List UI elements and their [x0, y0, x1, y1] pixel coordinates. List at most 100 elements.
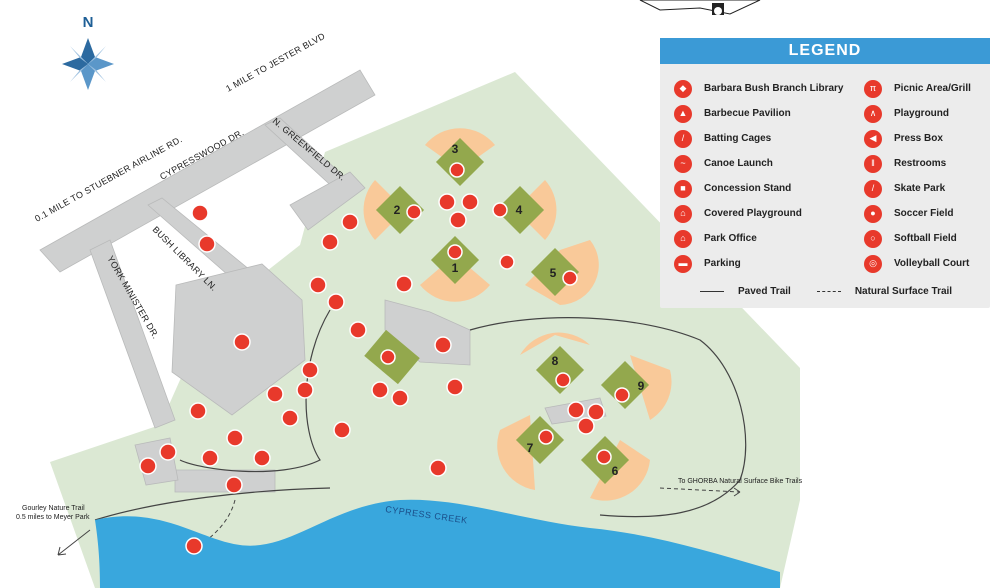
- softball-field-icon: [614, 387, 630, 403]
- legend-item-restrooms: ‖ Restrooms: [864, 151, 971, 176]
- parking-icon: ▬: [674, 254, 692, 273]
- legend-item-skate-park: / Skate Park: [864, 176, 971, 201]
- legend-item-softball-field: ○ Softball Field: [864, 226, 971, 251]
- playground-icon: [391, 389, 409, 407]
- legend-item-park-office: ⌂ Park Office: [674, 226, 844, 251]
- skate-park-icon: /: [864, 179, 882, 198]
- field-number-5: 5: [550, 266, 557, 280]
- parking-icon: [225, 476, 243, 494]
- batting-cages-icon: [139, 457, 157, 475]
- natural-trail-label: Natural Surface Trail: [854, 286, 953, 297]
- field-2-infield: [375, 185, 425, 235]
- field-number-1: 1: [452, 261, 459, 275]
- covered-playground-icon: ⌂: [674, 204, 692, 223]
- legend-item-press-box: ◀ Press Box: [864, 126, 971, 151]
- legend-label: Picnic Area/Grill: [894, 83, 971, 94]
- softball-field-icon: [449, 162, 465, 178]
- legend-column-right: π Picnic Area/Grill ∧ Playground ◀ Press…: [864, 76, 971, 276]
- legend-item-parking: ▬ Parking: [674, 251, 844, 276]
- field-6-outfield: [590, 440, 650, 501]
- covered-playground-icon: [327, 293, 345, 311]
- legend-item-batting-cages: / Batting Cages: [674, 126, 844, 151]
- covered-playground-icon: [371, 381, 389, 399]
- north-label: N: [83, 14, 94, 31]
- covered-playground-icon: [266, 385, 284, 403]
- legend-panel: LEGEND ◆ Barbara Bush Branch Library ▲ B…: [660, 38, 990, 308]
- parking-icon: [191, 204, 209, 222]
- natural-trails: [199, 487, 741, 546]
- field-number-2: 2: [394, 203, 401, 217]
- field-4-infield: [495, 185, 545, 235]
- softball-field-icon: [555, 372, 571, 388]
- playground-icon: ∧: [864, 104, 882, 123]
- legend-label: Barbecue Pavilion: [704, 108, 791, 119]
- field-number-3: 3: [452, 142, 459, 156]
- softball-field-icon: [406, 204, 422, 220]
- legend-item-soccer-field: ● Soccer Field: [864, 201, 971, 226]
- covered-playground-icon: [201, 449, 219, 467]
- compass-icon: [62, 38, 114, 90]
- field-9-infield: [600, 360, 650, 410]
- softball-field-icon: [538, 429, 554, 445]
- canoe-icon: ~: [674, 154, 692, 173]
- volleyball-icon: [309, 276, 327, 294]
- picnic-icon: [395, 275, 413, 293]
- legend-item-playground: ∧ Playground: [864, 101, 971, 126]
- field-9-outfield: [630, 355, 672, 420]
- legend-label: Skate Park: [894, 183, 946, 194]
- highway-shield-icon: [714, 7, 722, 15]
- field-8-infield: [535, 345, 585, 395]
- legend-item-library: ◆ Barbara Bush Branch Library: [674, 76, 844, 101]
- gourley-arrow: [57, 529, 91, 556]
- legend-item-barbecue: ▲ Barbecue Pavilion: [674, 101, 844, 126]
- ghorba-arrow: [733, 487, 741, 497]
- field-number-9: 9: [638, 379, 645, 393]
- legend-label: Parking: [704, 258, 741, 269]
- park-office-icon: ⌂: [674, 229, 692, 248]
- paved-trail-line: [700, 291, 724, 292]
- library-icon: ◆: [674, 79, 692, 98]
- inset-map: [639, 0, 761, 15]
- legend-title: LEGEND: [660, 38, 990, 64]
- skate-park-icon: [189, 402, 207, 420]
- park-office-icon: [301, 361, 319, 379]
- restrooms-icon: [587, 403, 605, 421]
- barbecue-icon: ▲: [674, 104, 692, 123]
- concession-icon: ■: [674, 179, 692, 198]
- covered-playground-icon: [253, 449, 271, 467]
- legend-label: Canoe Launch: [704, 158, 773, 169]
- soccer-field-icon: [380, 349, 396, 365]
- softball-field-icon: [492, 202, 508, 218]
- field-8-outfield: [520, 332, 590, 355]
- gourley-label-line2: 0.5 miles to Meyer Park: [16, 514, 90, 521]
- legend-item-picnic: π Picnic Area/Grill: [864, 76, 971, 101]
- ghorba-label: To GHORBA Natural Surface Bike Trails: [678, 478, 803, 485]
- legend-item-canoe: ~ Canoe Launch: [674, 151, 844, 176]
- legend-column-left: ◆ Barbara Bush Branch Library ▲ Barbecue…: [674, 76, 844, 276]
- legend-label: Barbara Bush Branch Library: [704, 83, 844, 94]
- paved-trails: [94, 309, 747, 521]
- fields: [363, 128, 672, 501]
- soccer-field-icon: ●: [864, 204, 882, 223]
- legend-label: Press Box: [894, 133, 943, 144]
- picnic-icon: π: [864, 79, 882, 98]
- concession-icon: [461, 193, 479, 211]
- road-label-jester: 1 MILE TO JESTER BLVD: [224, 31, 327, 94]
- picnic-icon: [446, 378, 464, 396]
- field-number-7: 7: [527, 441, 534, 455]
- skate-park-icon: [333, 421, 351, 439]
- parking-icon: [233, 333, 251, 351]
- parking-icon: [349, 321, 367, 339]
- field-number-4: 4: [516, 203, 523, 217]
- legend-label: Volleyball Court: [894, 258, 970, 269]
- gourley-label-line1: Gourley Nature Trail: [22, 505, 85, 512]
- restrooms-icon: ‖: [864, 154, 882, 173]
- picnic-icon: [341, 213, 359, 231]
- softball-field-icon: ○: [864, 229, 882, 248]
- parking-icon: [159, 443, 177, 461]
- picnic-icon: [429, 459, 447, 477]
- legend-label: Playground: [894, 108, 950, 119]
- covered-playground-icon: [226, 429, 244, 447]
- legend-label: Park Office: [704, 233, 757, 244]
- legend-label: Softball Field: [894, 233, 957, 244]
